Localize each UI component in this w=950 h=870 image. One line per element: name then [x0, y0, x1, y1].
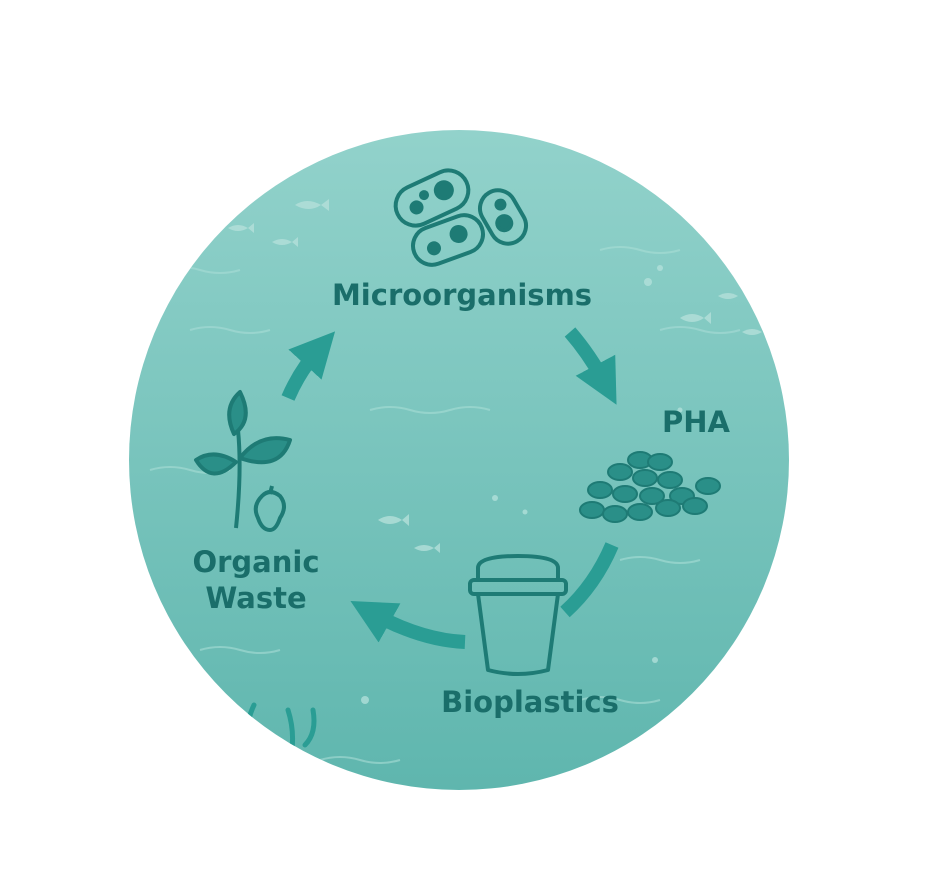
arrow-micro-to-pha — [564, 327, 617, 405]
bacteria-icon — [393, 168, 528, 267]
label-microorganisms: Microorganisms — [332, 278, 592, 312]
label-organic-waste-line2: Waste — [205, 581, 306, 615]
pha-granules-icon — [579, 451, 721, 523]
plant-apple-core-icon — [194, 390, 292, 532]
background-circle — [129, 130, 789, 790]
fish-silhouettes — [228, 199, 762, 553]
arrow-pha-to-bioplastics — [560, 542, 619, 618]
label-bioplastics: Bioplastics — [441, 685, 619, 719]
cycle-arrows — [281, 327, 619, 649]
cup-icon — [468, 554, 568, 676]
arrow-waste-to-micro — [281, 331, 336, 401]
label-pha: PHA — [662, 405, 731, 439]
label-organic-waste-line1: Organic — [192, 545, 319, 579]
bubbles — [361, 265, 683, 704]
water-texture — [149, 246, 741, 764]
arrow-bioplastics-to-waste — [350, 601, 466, 649]
